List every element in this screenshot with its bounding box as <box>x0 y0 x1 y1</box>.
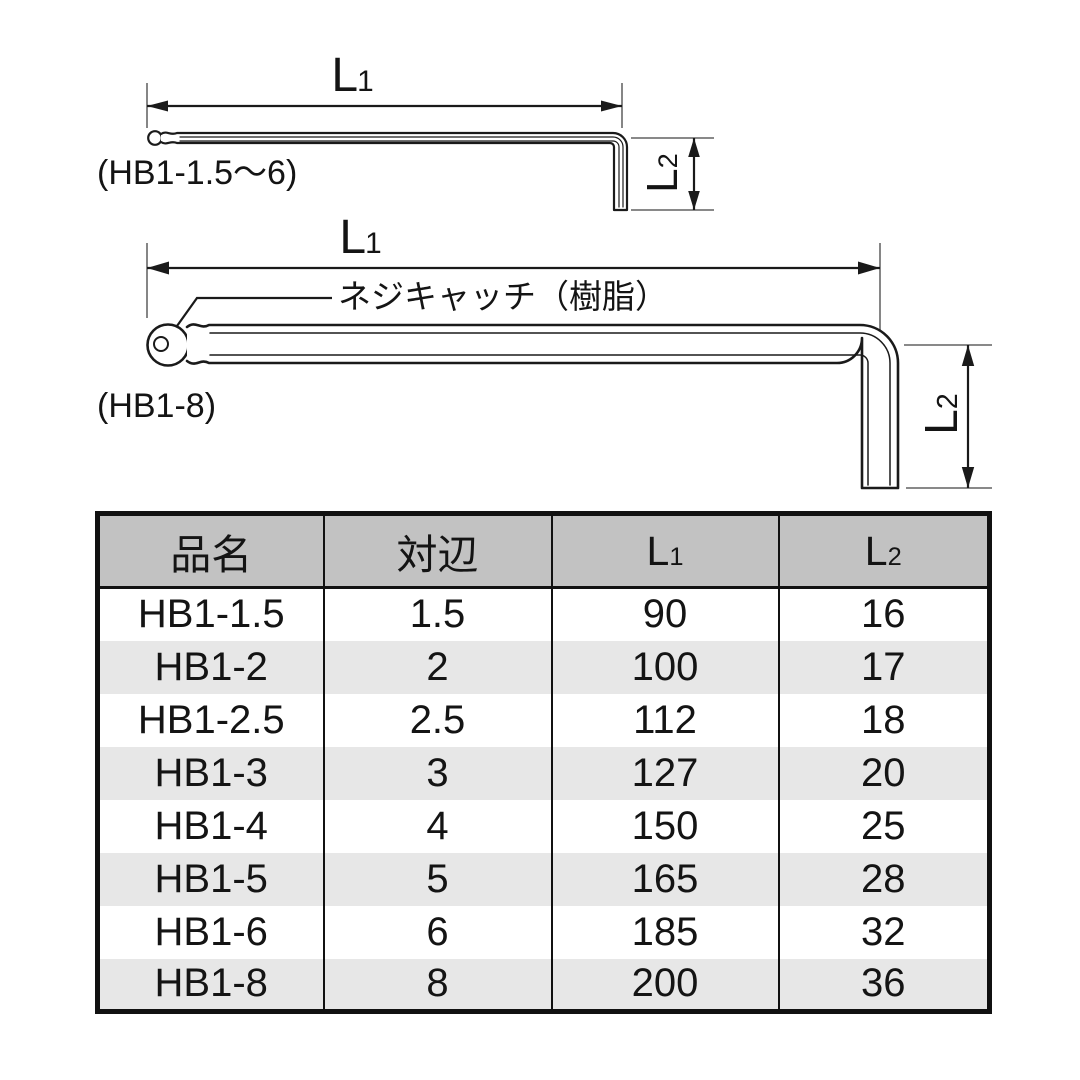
table-row: HB1-3 3 127 20 <box>97 746 990 800</box>
cell-l1: 185 <box>550 905 779 959</box>
cell-l2: 16 <box>777 587 990 641</box>
table-row: HB1-1.5 1.5 90 16 <box>98 587 990 641</box>
cell-flats: 1.5 <box>322 587 552 641</box>
cell-product-name: HB1-8 <box>154 961 268 1006</box>
cell-l1: 150 <box>550 799 779 853</box>
l1-dimension-label-large: L1 <box>339 211 381 264</box>
table-row: HB1-6 6 185 32 <box>98 905 990 959</box>
spec-table-header-row: 品名 対辺 L1 L2 <box>97 513 990 589</box>
extension-lines <box>146 83 992 489</box>
l2-dimension-label-large: L2 <box>915 393 967 435</box>
small-wrench-outline <box>159 131 629 212</box>
cell-flats: 6 <box>322 905 552 959</box>
cell-product-name: HB1-4 <box>154 803 268 848</box>
cell-product-name: HB1-1.5 <box>137 592 285 637</box>
arrowhead-down <box>688 191 700 210</box>
cell-flats: 5 <box>322 852 552 906</box>
cell-l2: 28 <box>777 852 990 906</box>
arrowhead-down <box>961 467 975 488</box>
arrowhead-up <box>961 345 975 366</box>
cell-product-name: HB1-2 <box>154 644 268 689</box>
header-l1: L1 <box>550 513 779 589</box>
cell-l1: 127 <box>550 746 779 800</box>
cell-l1: 112 <box>550 693 779 747</box>
cell-l1: 165 <box>550 852 779 906</box>
arrowhead-right <box>601 100 622 112</box>
cell-l2: 32 <box>777 905 990 959</box>
table-row: HB1-4 4 150 25 <box>98 799 990 853</box>
arrowhead-right <box>858 261 880 275</box>
spec-table: 品名 対辺 L1 L2 HB1-1.5 1.5 90 16 HB1-2 2 10… <box>95 511 992 1014</box>
small-wrench-drawing <box>147 130 629 212</box>
small-wrench-ball-end <box>147 130 163 146</box>
screw-catch-hole <box>153 336 169 352</box>
large-wrench-facet-line <box>209 354 869 486</box>
cell-flats: 8 <box>322 958 552 1012</box>
arrowhead-left <box>147 261 169 275</box>
cell-l1: 90 <box>550 587 779 641</box>
l1-dimension-label-small: L1 <box>331 49 373 102</box>
table-row: HB1-2.5 2.5 112 18 <box>98 693 990 747</box>
cell-product-name: HB1-6 <box>154 909 268 954</box>
large-wrench-outline <box>185 323 900 490</box>
small-wrench-facet-line <box>179 136 624 208</box>
cell-product-name: HB1-2.5 <box>137 697 285 742</box>
header-width-across-flats: 対辺 <box>322 513 552 589</box>
cell-product-name: HB1-5 <box>154 856 268 901</box>
table-row: HB1-5 5 165 28 <box>97 852 990 906</box>
cell-l2: 25 <box>777 799 990 853</box>
header-l2: L2 <box>777 513 990 589</box>
model-label-large: (HB1-8) <box>97 387 217 425</box>
dimension-arrowheads <box>147 100 975 488</box>
cell-l2: 17 <box>777 640 990 694</box>
model-range-label-small: (HB1-1.5～6) <box>97 154 298 192</box>
l2-dimension-label-small: L2 <box>638 153 687 193</box>
cell-l2: 36 <box>777 958 990 1012</box>
large-wrench-drawing <box>146 323 900 490</box>
cell-flats: 3 <box>322 746 552 800</box>
cell-flats: 2.5 <box>322 693 552 747</box>
table-row: HB1-2 2 100 17 <box>97 640 990 694</box>
arrowhead-left <box>147 100 168 112</box>
cell-l1: 200 <box>550 958 779 1012</box>
arrowhead-up <box>688 138 700 157</box>
table-row: HB1-8 8 200 36 <box>97 958 990 1012</box>
small-wrench-facet-line <box>179 140 620 208</box>
cell-l2: 18 <box>777 693 990 747</box>
large-wrench-facet-line <box>209 332 891 486</box>
cell-l1: 100 <box>550 640 779 694</box>
cell-l2: 20 <box>777 746 990 800</box>
cell-product-name: HB1-3 <box>154 750 268 795</box>
header-product-name: 品名 <box>97 513 324 589</box>
screw-catch-callout-label: ネジキャッチ（樹脂） <box>338 278 668 315</box>
cell-flats: 4 <box>322 799 552 853</box>
cell-flats: 2 <box>322 640 552 694</box>
